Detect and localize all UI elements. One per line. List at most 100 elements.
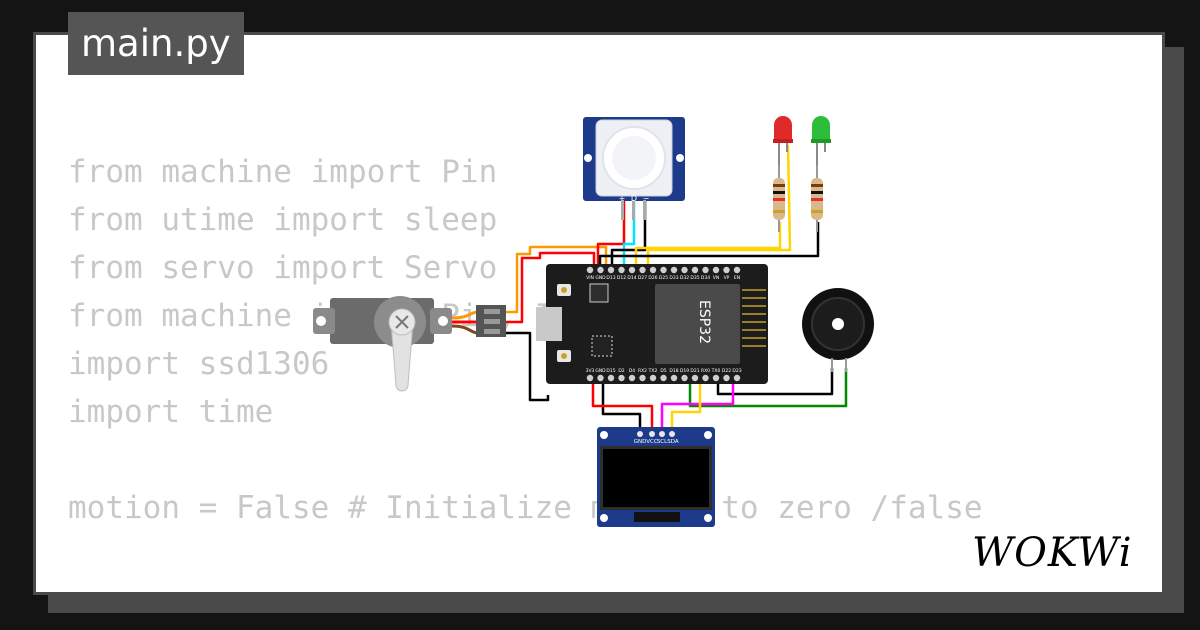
wire-led-green[interactable] <box>646 144 792 266</box>
esp32-pin-label: D22 <box>722 368 731 374</box>
wokwi-logo-text: WOKWi <box>972 530 1133 576</box>
wire-pir-power[interactable] <box>596 198 626 266</box>
esp32-pin[interactable] <box>702 266 709 274</box>
esp32-pin-label: D5 <box>660 368 666 374</box>
esp32-pin[interactable] <box>723 374 730 382</box>
esp32-pin[interactable] <box>639 374 646 382</box>
esp32-pin[interactable] <box>586 266 594 274</box>
code-line: from utime import sleep <box>68 202 498 238</box>
esp32-pin-label: VN <box>713 275 719 281</box>
wire-servo-power[interactable] <box>505 251 596 324</box>
esp32-pin[interactable] <box>586 374 594 382</box>
esp32-pin[interactable] <box>670 266 678 274</box>
esp32-pin[interactable] <box>733 374 741 382</box>
esp32-pin-label: D34 <box>701 275 710 281</box>
esp32-pin-label: D4 <box>629 368 635 374</box>
oled-pin-label: VCC <box>646 439 658 445</box>
oled-pin-label: SCL <box>657 439 668 445</box>
oled-pin-label: SDA <box>667 439 679 445</box>
wire-oled-sda[interactable] <box>670 378 702 436</box>
esp32-pin-label: D14 <box>627 275 636 281</box>
wire-oled-scl[interactable] <box>660 378 735 436</box>
esp32-pin-label: D21 <box>690 368 699 374</box>
esp32-pin[interactable] <box>628 374 636 382</box>
pir-sensor[interactable]: + D − <box>583 117 685 220</box>
wire-oled-gnd[interactable] <box>601 378 642 436</box>
wire-oled-vcc[interactable] <box>591 378 654 436</box>
resistor-2[interactable] <box>811 165 823 232</box>
esp32-pin-label: 3V3 <box>586 368 595 374</box>
esp32-pin[interactable] <box>597 266 604 274</box>
esp32-pin-label: TX2 <box>648 368 658 374</box>
esp32-pin[interactable] <box>712 266 720 274</box>
esp32-pin[interactable] <box>628 266 636 274</box>
led-green[interactable] <box>811 116 831 165</box>
esp32-pin-label: D19 <box>680 368 689 374</box>
esp32-pin-label: D15 <box>606 368 615 374</box>
esp32-pin[interactable] <box>649 374 657 382</box>
wire-servo-signal[interactable] <box>505 245 608 314</box>
esp32-pin-label: D12 <box>617 275 626 281</box>
esp32-pin[interactable] <box>597 374 604 382</box>
esp32-pin-label: D26 <box>648 275 657 281</box>
esp32-pin-label: RX2 <box>638 368 647 374</box>
wire-led-red[interactable] <box>634 222 782 266</box>
filename-tab[interactable]: main.py <box>68 12 244 75</box>
led-red[interactable] <box>773 116 793 165</box>
code-line: from machine import Pin <box>68 154 498 190</box>
esp32-pin[interactable] <box>639 266 646 274</box>
esp32-pin[interactable] <box>691 266 699 274</box>
esp32-pin-label: D32 <box>680 275 689 281</box>
wire-servo-ground[interactable] <box>505 331 550 402</box>
wokwi-logo[interactable]: WOKWi <box>968 528 1148 578</box>
esp32-pin[interactable] <box>691 374 699 382</box>
esp32-pin[interactable] <box>702 374 709 382</box>
resistor-1[interactable] <box>773 165 785 232</box>
pir-pin-label: + <box>619 194 626 203</box>
esp32-pin[interactable] <box>649 266 657 274</box>
esp32-pin-label: RX0 <box>701 368 710 374</box>
esp32-pin-label: D2 <box>618 368 624 374</box>
esp32-pin[interactable] <box>712 374 720 382</box>
code-line: from servo import Servo <box>68 250 498 286</box>
esp32-pin-label: D23 <box>732 368 741 374</box>
esp32-pin-label: VP <box>724 275 730 281</box>
esp32-pin-label: D33 <box>669 275 678 281</box>
code-line: import ssd1306 <box>68 346 330 382</box>
esp32-pin[interactable] <box>670 374 678 382</box>
esp32-pin[interactable] <box>618 266 625 274</box>
esp32-pin-label: D35 <box>690 275 699 281</box>
esp32-pin[interactable] <box>618 374 625 382</box>
esp32-pin[interactable] <box>660 266 667 274</box>
esp32-pin[interactable] <box>681 266 688 274</box>
esp32-chip-label: ESP32 <box>696 300 712 344</box>
esp32-pin[interactable] <box>723 266 730 274</box>
esp32-pin[interactable] <box>607 374 615 382</box>
code-line: import time <box>68 394 274 430</box>
pir-pin-label: − <box>643 194 650 203</box>
esp32-pin-label: D25 <box>659 275 668 281</box>
esp32-pin[interactable] <box>681 374 688 382</box>
wire-buzzer-green[interactable] <box>688 368 848 408</box>
esp32-pin-label: GND <box>595 275 606 281</box>
buzzer[interactable] <box>802 288 874 372</box>
pir-pin-label: D <box>631 194 637 203</box>
wires <box>505 144 848 436</box>
esp32-pin-label: EN <box>734 275 740 281</box>
oled-display[interactable]: GND VCC SCL SDA <box>597 427 715 527</box>
servo-motor[interactable] <box>313 296 506 392</box>
wire-buzzer-black[interactable] <box>716 368 834 396</box>
esp32-pin[interactable] <box>733 266 741 274</box>
esp32-pin-label: D13 <box>606 275 615 281</box>
wire-pir-ground[interactable] <box>610 198 647 266</box>
esp32-pin-label: GND <box>595 368 606 374</box>
wire-led-green-2[interactable] <box>598 222 820 266</box>
esp32-pin[interactable] <box>660 374 667 382</box>
esp32-pin[interactable] <box>607 266 615 274</box>
esp32-pin-label: D27 <box>638 275 647 281</box>
esp32-pin-label: VIN <box>586 275 594 281</box>
